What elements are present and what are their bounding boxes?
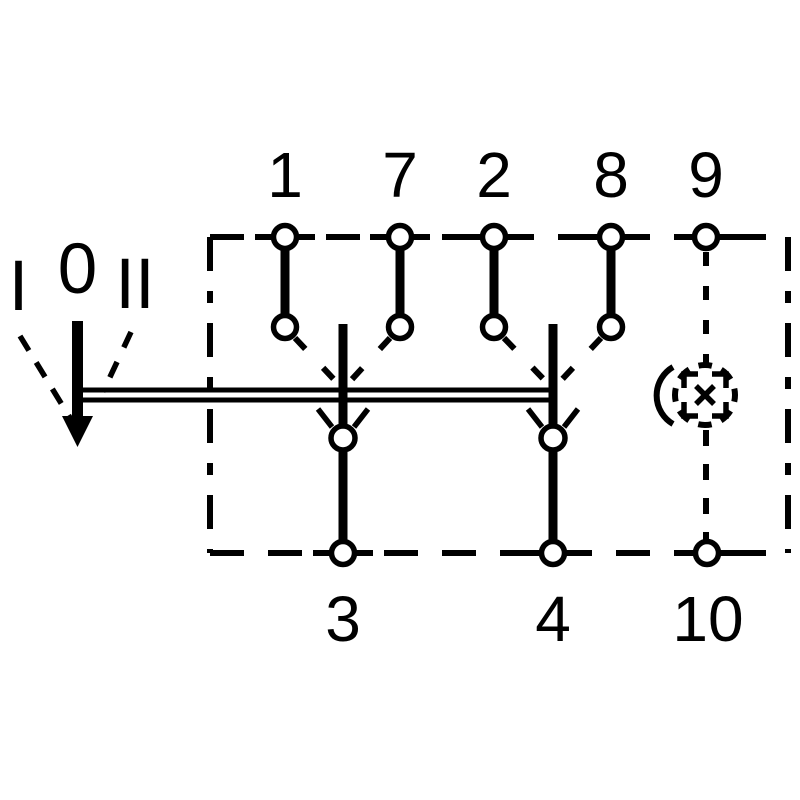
actuator (17, 321, 553, 447)
throw-path-2-to-4 (501, 335, 556, 392)
fork-3-contact (328, 423, 358, 453)
fork-4-left-prong (525, 407, 545, 429)
fork-3-right-prong (351, 407, 371, 429)
position-II-path (100, 330, 134, 394)
down-arrow-icon (62, 321, 93, 447)
terminal-3-contact (328, 538, 358, 568)
arrow-head (62, 416, 93, 447)
terminal-9-label: 9 (688, 139, 724, 211)
terminal-10-label: 10 (672, 583, 743, 655)
fork-3-left-prong (315, 407, 335, 429)
position-I-path (17, 334, 75, 423)
lamp-dashed-circle (672, 362, 738, 428)
fork-4-contact (538, 423, 568, 453)
position-label-I: I (9, 247, 29, 326)
terminal-3-label: 3 (325, 583, 361, 655)
fork-4-right-prong (561, 407, 581, 429)
throw-path-8-to-4 (550, 335, 604, 392)
terminal-8-contact (596, 222, 626, 252)
terminal-1-label: 1 (267, 139, 303, 211)
terminal-4-label: 4 (535, 583, 571, 655)
terminal-1-contact (270, 222, 300, 252)
contact-circles (270, 222, 722, 568)
lamp-paren-arc (653, 364, 675, 427)
terminal-2-contact (479, 222, 509, 252)
lamp-ray-nw (681, 371, 698, 388)
illumination-lamp-icon (653, 362, 738, 428)
contact-bridges (280, 250, 616, 392)
terminal-9-contact (691, 222, 721, 252)
terminal-7-label: 7 (382, 139, 418, 211)
bridge-8-moving-contact (596, 312, 626, 342)
position-label-0: 0 (58, 230, 98, 309)
bridge-1-moving-contact (270, 312, 300, 342)
terminal-8-label: 8 (593, 139, 629, 211)
lamp-branch (653, 252, 738, 541)
bridge-7-moving-contact (385, 312, 415, 342)
throw-path-7-to-3 (340, 335, 393, 392)
throw-path-1-to-3 (292, 335, 346, 392)
common-column-3 (315, 324, 371, 541)
lamp-ray-ne (712, 371, 729, 388)
position-label-II: II (115, 245, 154, 324)
lamp-ray-sw (681, 402, 698, 419)
terminal-7-contact (385, 222, 415, 252)
bridge-2-moving-contact (479, 312, 509, 342)
common-column-4 (525, 324, 581, 541)
lamp-cross-2 (694, 384, 716, 406)
labels: 1 7 2 8 9 3 4 10 I 0 II (9, 139, 744, 655)
lamp-ray-se (712, 402, 729, 419)
terminal-2-label: 2 (476, 139, 512, 211)
terminal-4-contact (538, 538, 568, 568)
terminal-10-contact (692, 538, 722, 568)
